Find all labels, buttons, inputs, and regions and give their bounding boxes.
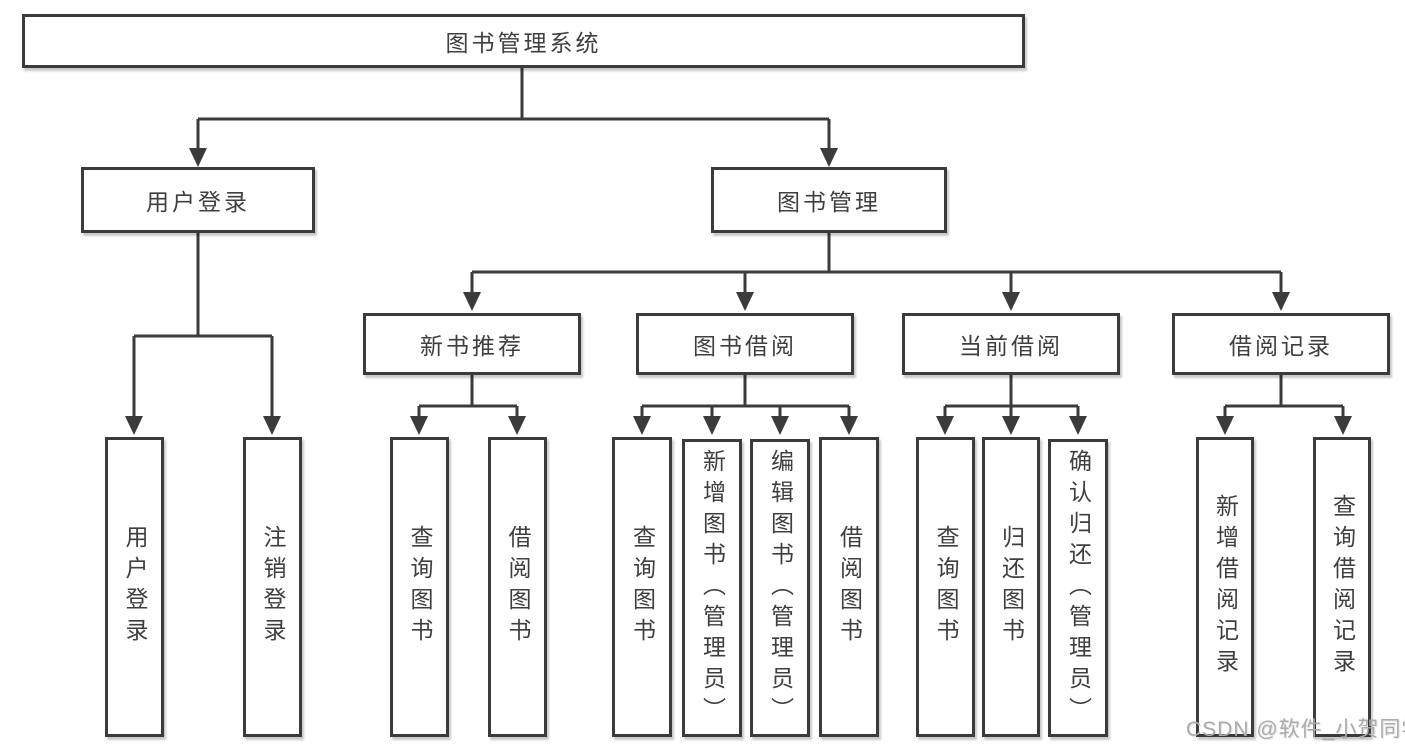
arrowheads-new-book-group [410,416,526,435]
connector-book-management-to-level3 [470,233,1283,293]
leaf-borrow-books-recommend: 借阅图书 [488,437,547,737]
leaf-user-login: 用户登录 [105,437,164,737]
arrowheads-book-borrow-group [633,416,858,435]
node-borrow-records: 借阅记录 [1172,313,1390,375]
node-new-book-recommend: 新书推荐 [363,313,581,375]
node-book-borrowing: 图书借阅 [636,313,854,375]
leaf-return-book: 归还图书 [982,437,1040,737]
leaf-query-books-borrow: 查询图书 [612,437,672,737]
leaf-edit-book-admin: 编辑图书（管理员） [750,439,810,737]
arrowheads-level2 [189,148,838,167]
leaf-borrow-books: 借阅图书 [819,437,879,737]
leaf-logout: 注销登录 [243,437,302,737]
node-library-management-system: 图书管理系统 [22,14,1025,68]
connector-user-login-group [132,233,274,417]
connector-current-borrow-group [943,375,1080,417]
connector-root-to-level2 [196,68,831,150]
csdn-watermark: CSDN @软件_小贺同学 [1186,718,1405,741]
connector-book-borrow-group [640,375,851,417]
arrowheads-current-borrow-group [936,416,1087,435]
leaf-query-borrow-record: 查询借阅记录 [1313,437,1371,737]
leaf-add-book-admin: 新增图书（管理员） [682,439,742,737]
arrowheads-level3 [463,292,1290,311]
node-user-login: 用户登录 [81,167,315,233]
leaf-query-books-current: 查询图书 [916,437,975,737]
arrowheads-user-login-group [125,416,281,435]
leaf-confirm-return-admin: 确认归还（管理员） [1048,439,1108,737]
connector-borrow-records-group [1223,375,1345,417]
leaf-add-borrow-record: 新增借阅记录 [1196,437,1254,737]
node-book-management: 图书管理 [711,167,947,233]
arrowheads-borrow-records-group [1216,416,1352,435]
connector-new-book-group [417,375,519,417]
leaf-query-books-recommend: 查询图书 [390,437,449,737]
node-current-borrowing: 当前借阅 [902,313,1120,375]
